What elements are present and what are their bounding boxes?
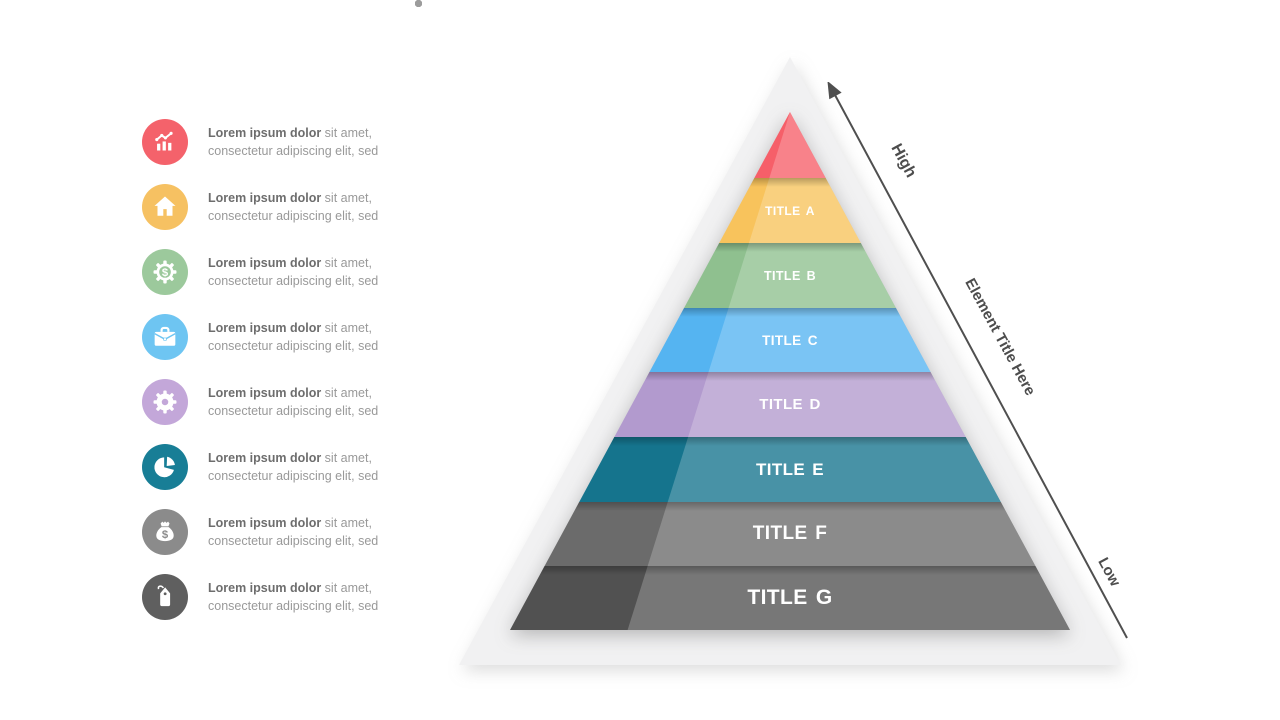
gear-dollar-icon: $ bbox=[142, 249, 188, 295]
list-item-text: Lorem ipsum dolor sit amet,consectetur a… bbox=[208, 190, 379, 224]
band-label: TITLE B bbox=[763, 268, 817, 283]
list-item-lead: Lorem ipsum dolor bbox=[208, 255, 322, 270]
band-label: TITLE A bbox=[765, 203, 815, 218]
list-item-lead: Lorem ipsum dolor bbox=[208, 385, 322, 400]
price-tag-icon bbox=[142, 574, 188, 620]
list-item-lead: Lorem ipsum dolor bbox=[208, 515, 322, 530]
band-label: TITLE F bbox=[752, 523, 828, 544]
home-icon bbox=[142, 184, 188, 230]
list-item-text: Lorem ipsum dolor sit amet,consectetur a… bbox=[208, 385, 379, 419]
svg-text:$: $ bbox=[162, 267, 169, 279]
list-item: Lorem ipsum dolor sit amet,consectetur a… bbox=[142, 314, 400, 360]
list-item-text: Lorem ipsum dolor sit amet,consectetur a… bbox=[208, 320, 379, 354]
list-item-text: Lorem ipsum dolor sit amet,consectetur a… bbox=[208, 450, 379, 484]
pie-chart-icon bbox=[142, 444, 188, 490]
list-item: $ Lorem ipsum dolor sit amet,consectetur… bbox=[142, 249, 400, 295]
band-label: TITLE D bbox=[759, 396, 821, 413]
pyramid-band-g: TITLE G bbox=[510, 566, 1070, 630]
leader-line bbox=[415, 0, 422, 7]
list-item-lead: Lorem ipsum dolor bbox=[208, 190, 322, 205]
list-item-lead: Lorem ipsum dolor bbox=[208, 125, 322, 140]
list-item-lead: Lorem ipsum dolor bbox=[208, 580, 322, 595]
list-item-lead: Lorem ipsum dolor bbox=[208, 320, 322, 335]
list-item: $ Lorem ipsum dolor sit amet,consectetur… bbox=[142, 509, 400, 555]
list-item: Lorem ipsum dolor sit amet,consectetur a… bbox=[142, 119, 400, 165]
list-item: Lorem ipsum dolor sit amet,consectetur a… bbox=[142, 184, 400, 230]
briefcase-icon bbox=[142, 314, 188, 360]
money-bag-icon: $ bbox=[142, 509, 188, 555]
list-item-lead: Lorem ipsum dolor bbox=[208, 450, 322, 465]
band-label: TITLE G bbox=[747, 586, 833, 609]
svg-text:$: $ bbox=[162, 529, 169, 541]
list-item: Lorem ipsum dolor sit amet,consectetur a… bbox=[142, 379, 400, 425]
list-item-text: Lorem ipsum dolor sit amet,consectetur a… bbox=[208, 255, 379, 289]
list-item: Lorem ipsum dolor sit amet,consectetur a… bbox=[142, 444, 400, 490]
list-item-text: Lorem ipsum dolor sit amet,consectetur a… bbox=[208, 515, 379, 549]
band-label: TITLE C bbox=[762, 332, 818, 348]
list-item-text: Lorem ipsum dolor sit amet,consectetur a… bbox=[208, 125, 379, 159]
band-label: TITLE E bbox=[755, 459, 825, 479]
list-item: Lorem ipsum dolor sit amet,consectetur a… bbox=[142, 574, 400, 620]
pyramid-band-f: TITLE F bbox=[510, 502, 1070, 566]
leader-dot bbox=[415, 0, 422, 7]
gear-icon bbox=[142, 379, 188, 425]
axis-arrow bbox=[827, 82, 1128, 639]
chart-trend-icon bbox=[142, 119, 188, 165]
list-item-text: Lorem ipsum dolor sit amet,consectetur a… bbox=[208, 580, 379, 614]
